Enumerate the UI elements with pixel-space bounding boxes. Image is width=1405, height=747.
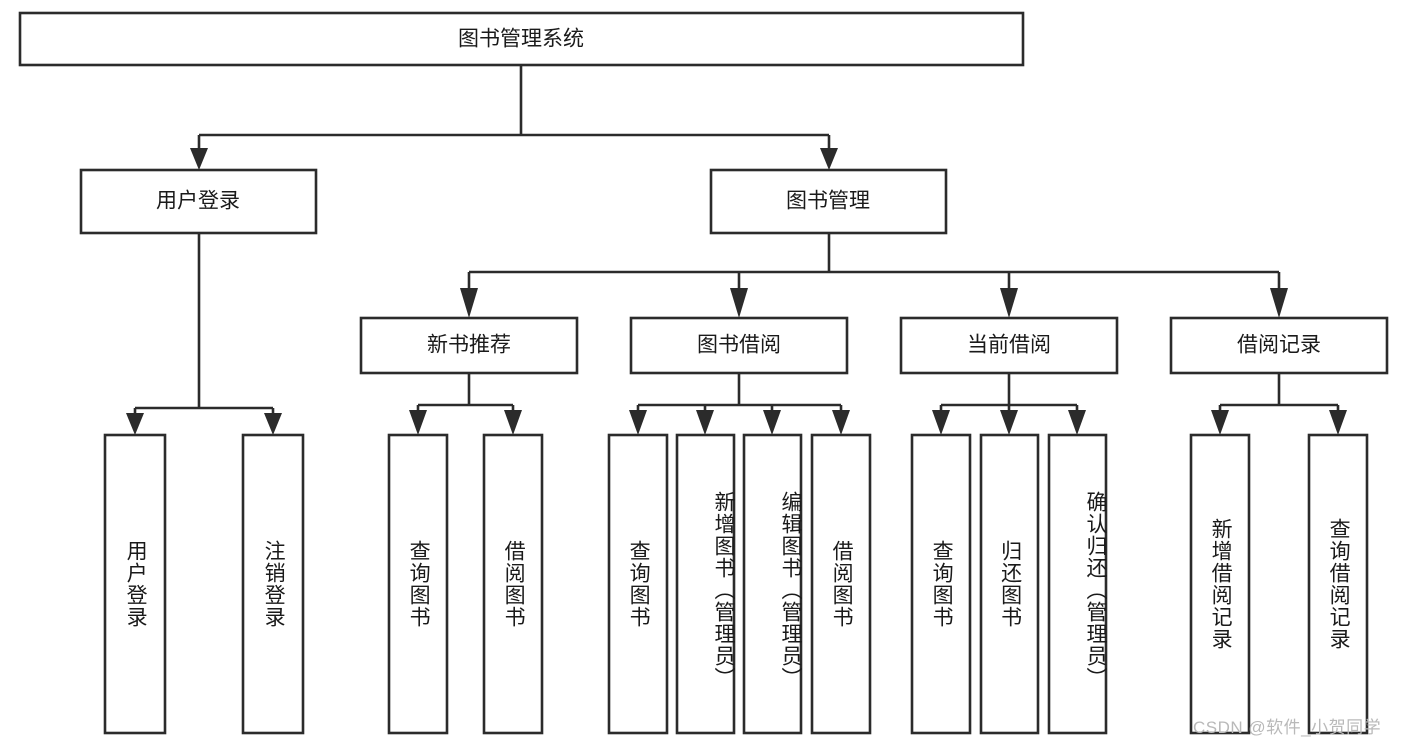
leaf-box-query-book-1[interactable] [387,433,449,735]
leaf-box-return-book[interactable] [979,433,1040,735]
leaf-box-edit-book[interactable] [742,433,803,735]
leaf-box-add-record[interactable] [1189,433,1251,735]
leaf-box-confirm-return[interactable] [1047,433,1108,735]
node-root-label: 图书管理系统 [458,28,584,51]
arrow-head-icon [832,410,850,435]
arrow-head-icon [1000,410,1018,435]
node-root-box[interactable] [18,11,1025,67]
arrow-head-icon [1068,410,1086,435]
arrow-head-icon [1329,410,1347,435]
edge-group-borrow-record [1211,373,1347,435]
node-book-management-label: 图书管理 [786,190,870,213]
arrow-head-icon [932,410,950,435]
arrow-head-icon [629,410,647,435]
node-user-login-label: 用户登录 [156,190,240,213]
edge-group-current-borrow [932,373,1086,435]
node-book-borrow[interactable]: 图书借阅 [629,316,849,375]
arrow-head-icon [190,148,208,170]
node-user-login-box[interactable] [79,168,318,235]
leaf-box-query-book-2[interactable] [607,433,669,735]
arrow-head-icon [504,410,522,435]
node-new-book-recommend-box[interactable] [359,316,579,375]
leaf-box-user-login[interactable] [103,433,167,735]
node-book-borrow-label: 图书借阅 [697,334,781,357]
node-current-borrow[interactable]: 当前借阅 [899,316,1119,375]
leaf-box-query-book-3[interactable] [910,433,972,735]
arrow-head-icon [696,410,714,435]
node-new-book-recommend-label: 新书推荐 [427,334,511,357]
arrow-head-icon [460,288,478,318]
node-borrow-record-box[interactable] [1169,316,1389,375]
edge-group-root [190,65,838,170]
arrow-head-icon [1000,288,1018,318]
leaf-box-logout-login[interactable] [241,433,305,735]
node-book-borrow-box[interactable] [629,316,849,375]
arrow-head-icon [820,148,838,170]
edge-group-book-borrow [629,373,850,435]
edge-group-book-management [460,233,1288,318]
node-current-borrow-label: 当前借阅 [967,334,1051,357]
leaf-box-borrow-book-2[interactable] [810,433,872,735]
leaf-box-borrow-book-1[interactable] [482,433,544,735]
edge-group-new-book-recommend [409,373,522,435]
leaf-boxes [103,433,1369,735]
node-root[interactable]: 图书管理系统 [18,11,1025,67]
node-new-book-recommend[interactable]: 新书推荐 [359,316,579,375]
csdn-watermark: CSDN @软件_小贺同学 [1193,718,1382,737]
node-book-management-box[interactable] [709,168,948,235]
arrow-head-icon [730,288,748,318]
node-book-management[interactable]: 图书管理 [709,168,948,235]
arrow-head-icon [763,410,781,435]
arrow-head-icon [1211,410,1229,435]
leaf-box-add-book[interactable] [675,433,736,735]
node-borrow-record[interactable]: 借阅记录 [1169,316,1389,375]
arrow-head-icon [1270,288,1288,318]
node-current-borrow-box[interactable] [899,316,1119,375]
arrow-head-icon [126,413,144,435]
leaf-box-query-record[interactable] [1307,433,1369,735]
node-user-login[interactable]: 用户登录 [79,168,318,235]
edge-group-user-login [126,233,282,435]
node-borrow-record-label: 借阅记录 [1237,334,1321,357]
arrow-head-icon [409,410,427,435]
arrow-head-icon [264,413,282,435]
